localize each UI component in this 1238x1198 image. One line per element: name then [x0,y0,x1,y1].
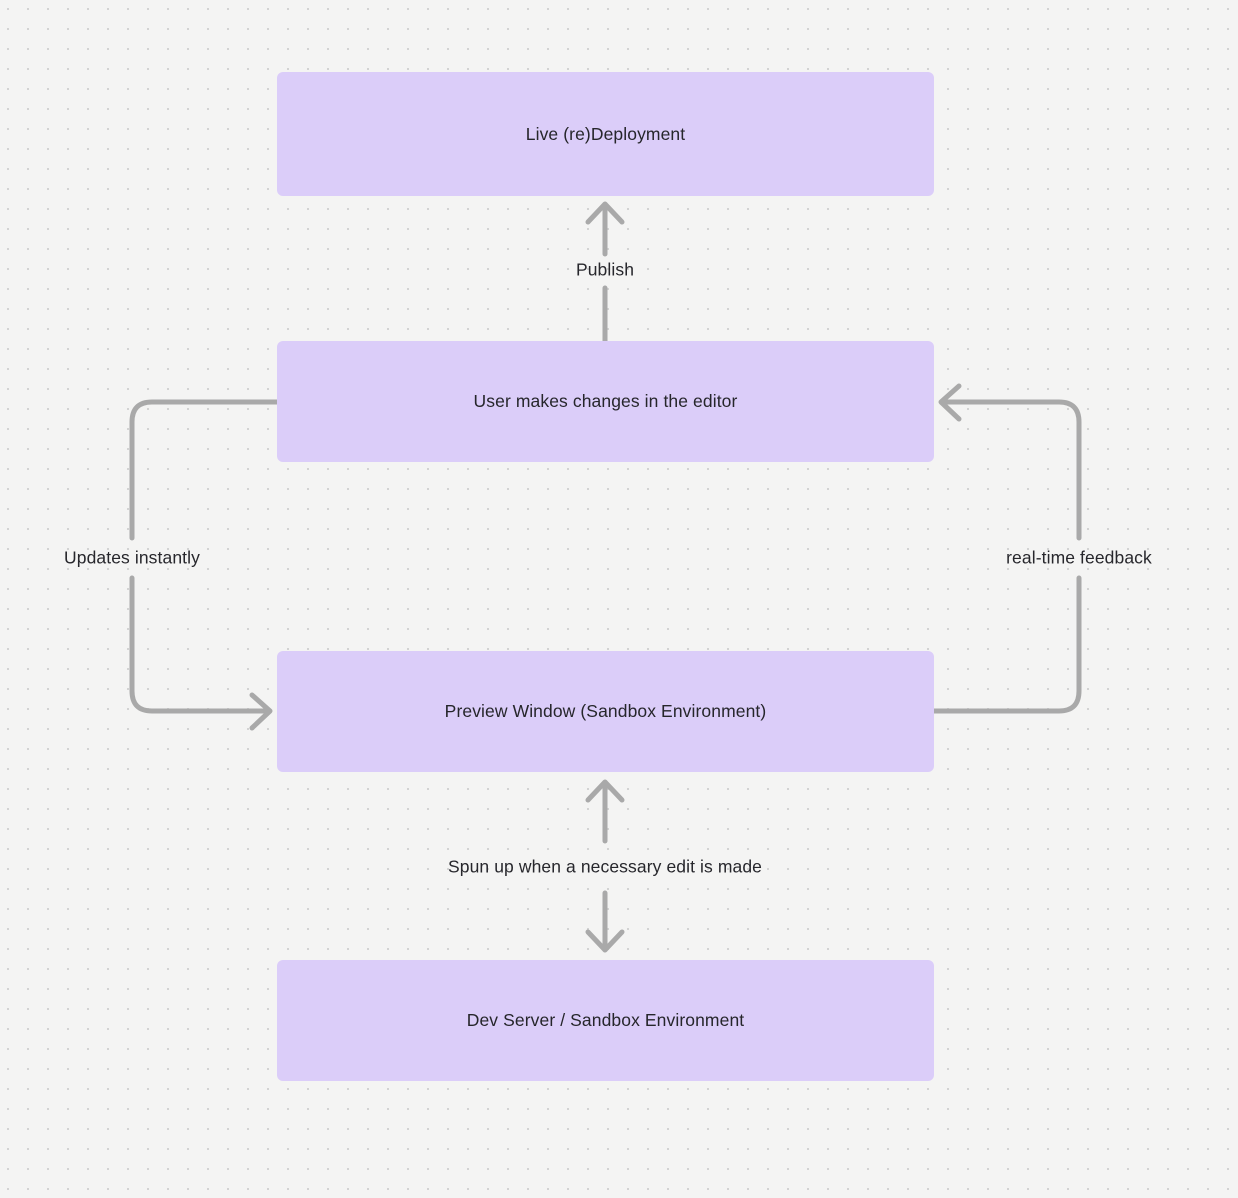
edge-updates-instantly-upper-segment [129,399,280,541]
node-user-editor[interactable]: User makes changes in the editor [277,341,934,462]
arrowhead-left-icon [938,383,962,422]
node-label: Dev Server / Sandbox Environment [466,1010,745,1031]
arrowhead-down-icon [585,929,625,953]
arrowhead-up-icon [585,779,625,803]
node-label: User makes changes in the editor [473,391,738,412]
edge-label-publish: Publish [575,259,635,280]
node-label: Live (re)Deployment [525,123,686,144]
edge-updates-instantly-lower-segment [129,575,269,714]
arrowhead-right-icon [249,692,273,731]
edge-label-real-time-feedback: real-time feedback [1006,547,1152,568]
edge-real-time-feedback-lower-segment [931,575,1082,714]
arrowhead-up-icon [585,201,625,225]
edge-label-updates-instantly: Updates instantly [64,547,200,568]
node-preview-window[interactable]: Preview Window (Sandbox Environment) [277,651,934,772]
node-label: Preview Window (Sandbox Environment) [444,701,767,722]
edge-real-time-feedback-upper-segment [942,399,1082,541]
edge-label-spun-up: Spun up when a necessary edit is made [447,856,763,877]
node-dev-server[interactable]: Dev Server / Sandbox Environment [277,960,934,1081]
node-live-deployment[interactable]: Live (re)Deployment [277,72,934,196]
